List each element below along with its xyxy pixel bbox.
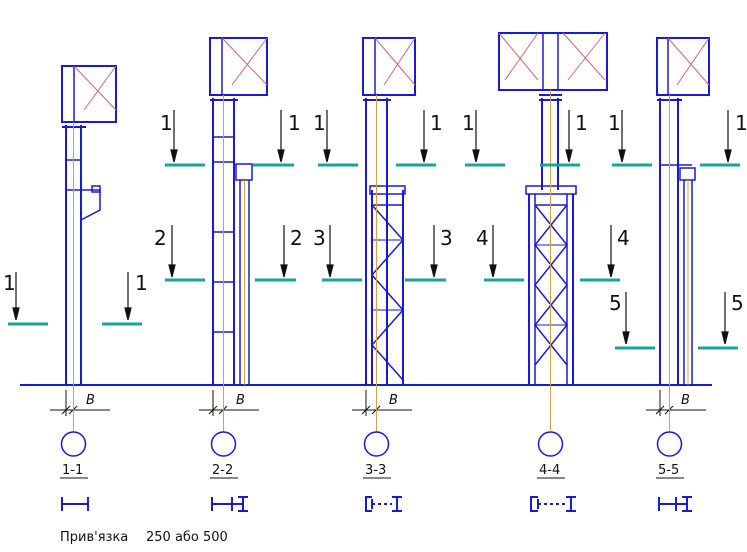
section-symbol-2	[211, 496, 248, 512]
cut-label-col2-mid-right: 2	[290, 226, 303, 250]
footer-label: Прив'язка	[60, 530, 128, 545]
cut-label-col4-mid-right: 4	[617, 226, 630, 250]
section-label-2: 2-2	[212, 463, 233, 478]
cut-label-col4-mid-left: 4	[476, 226, 489, 250]
cut-label-col2-mid-left: 2	[154, 226, 167, 250]
section-arrows	[12, 110, 732, 345]
cut-label-col4-top-left: 1	[462, 111, 475, 135]
cut-label-col5-mid-right: 5	[731, 291, 744, 315]
cut-label-col2-top-right: 1	[288, 111, 301, 135]
cut-label-col4-top-right: 1	[575, 111, 588, 135]
section-label-3: 3-3	[365, 463, 386, 478]
cut-label-col5-top-right: 1	[735, 111, 747, 135]
cut-label-col5-top-left: 1	[608, 111, 621, 135]
column-1	[61, 65, 117, 385]
section-label-4: 4-4	[539, 463, 560, 478]
section-label-1: 1-1	[62, 463, 83, 478]
cut-label-col3-mid-left: 3	[313, 226, 326, 250]
section-symbol-4	[530, 496, 576, 512]
cut-label-col1-left: 1	[3, 271, 16, 295]
b-label-1: B	[86, 393, 95, 408]
footer-value: 250 або 500	[146, 530, 228, 545]
section-symbol-1	[61, 497, 89, 511]
section-label-5: 5-5	[658, 463, 679, 478]
cut-label-col3-top-right: 1	[430, 111, 443, 135]
section-symbol-3	[365, 496, 402, 512]
column-2	[209, 37, 268, 385]
cut-label-col1-right: 1	[135, 271, 148, 295]
b-label-5: B	[681, 393, 690, 408]
column-3	[362, 37, 416, 385]
b-label-2: B	[236, 393, 245, 408]
column-4	[498, 32, 608, 385]
cut-label-col3-mid-right: 3	[440, 226, 453, 250]
column-5	[656, 37, 710, 385]
axis-bubbles	[60, 385, 683, 457]
cut-label-col5-mid-left: 5	[609, 291, 622, 315]
section-symbol-5	[658, 496, 692, 512]
b-dimensions	[50, 390, 706, 416]
cut-label-col3-top-left: 1	[313, 111, 326, 135]
b-label-3: B	[389, 393, 398, 408]
cut-label-col2-top-left: 1	[160, 111, 173, 135]
cut-lines	[8, 163, 740, 350]
